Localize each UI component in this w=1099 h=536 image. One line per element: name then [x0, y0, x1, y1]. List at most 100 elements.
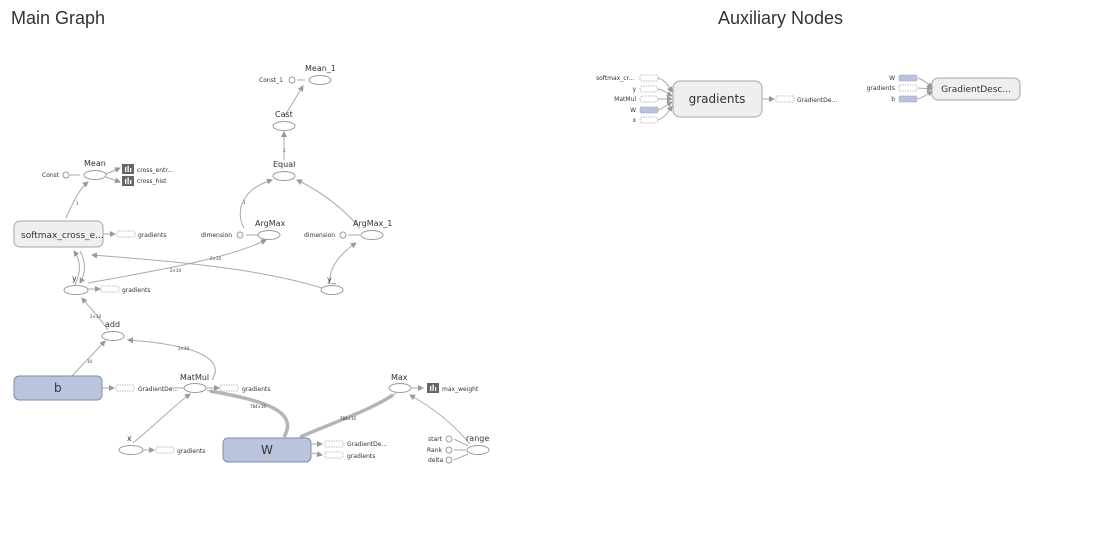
node-equal[interactable]: Equal — [272, 160, 296, 181]
main-graph-title: Main Graph — [11, 8, 106, 28]
node-mean-label: Mean — [84, 159, 106, 168]
node-dimension-label: dimension — [201, 232, 232, 239]
summary-cross-hist-label: cross_hist — [137, 178, 167, 185]
node-const[interactable]: Const — [42, 171, 70, 179]
node-start[interactable]: start — [428, 435, 453, 443]
node-softmax-cross-entropy[interactable]: softmax_cross_e... — [13, 220, 104, 248]
aux-gradientde-ref[interactable]: GradientDe... — [775, 95, 837, 104]
node-y-placeholder[interactable]: y_ — [320, 275, 344, 295]
node-const-1-label: Const_1 — [259, 77, 283, 84]
aux-gd-input-gradients[interactable]: gradients — [867, 84, 918, 92]
node-mean[interactable]: Mean — [83, 159, 107, 180]
node-b-variable[interactable]: b — [13, 375, 103, 401]
node-add[interactable]: add — [101, 320, 125, 341]
gradients-ref-x[interactable]: gradients — [155, 446, 205, 455]
svg-text:784×10: 784×10 — [340, 416, 357, 421]
node-delta-label: delta — [428, 457, 444, 464]
node-y-label: y — [72, 274, 77, 283]
node-dimension[interactable]: dimension — [201, 231, 244, 239]
node-mean-1[interactable]: Mean_1 — [305, 64, 336, 85]
node-const-label: Const — [42, 172, 60, 179]
edges — [65, 79, 471, 461]
aux-node-gradients[interactable]: gradients — [672, 80, 763, 118]
aux-input-softmax[interactable]: softmax_cr... — [596, 74, 659, 82]
aux-gd-input-b[interactable]: b — [891, 95, 918, 103]
svg-text:784×10: 784×10 — [250, 404, 267, 409]
node-x[interactable]: x — [118, 434, 144, 455]
node-max-label: Max — [391, 373, 408, 382]
summary-cross-entr[interactable]: cross_entr... — [122, 164, 173, 174]
gradients-ref-softmax[interactable]: gradients — [116, 230, 166, 239]
aux-input-matmul-label: MatMul — [614, 96, 636, 103]
node-dimension-1-label: dimension — [304, 232, 335, 239]
summary-max-weight-label: max_weight — [442, 386, 479, 393]
gradients-ref-y-label: gradients — [122, 287, 150, 294]
node-y[interactable]: y — [63, 274, 89, 295]
node-max[interactable]: Max — [388, 373, 412, 393]
aux-input-matmul[interactable]: MatMul — [614, 95, 659, 103]
node-argmax-1-label: ArgMax_1 — [353, 219, 392, 228]
node-w-variable[interactable]: W — [222, 437, 312, 463]
node-mean-1-label: Mean_1 — [305, 64, 336, 73]
node-argmax-label: ArgMax — [255, 219, 286, 228]
node-softmax-label: softmax_cross_e... — [21, 231, 104, 241]
svg-text:1: 1 — [76, 201, 79, 206]
aux-input-x[interactable]: x — [632, 116, 659, 124]
summary-cross-entr-label: cross_entr... — [137, 167, 173, 174]
node-rank[interactable]: Rank — [427, 446, 453, 454]
node-start-label: start — [428, 436, 443, 443]
svg-text:2×10: 2×10 — [90, 314, 101, 319]
node-b-label: b — [54, 381, 62, 395]
aux-gradients-inputs — [657, 77, 933, 121]
aux-node-gradientdesc-label: GradientDesc... — [941, 85, 1011, 95]
node-const-1[interactable]: Const_1 — [259, 76, 296, 84]
gradients-ref-matmul[interactable]: gradients — [219, 384, 270, 393]
aux-gd-input-w[interactable]: W — [889, 74, 918, 82]
aux-input-softmax-label: softmax_cr... — [596, 75, 634, 82]
svg-text:2×10: 2×10 — [178, 346, 189, 351]
node-rank-label: Rank — [427, 447, 443, 454]
node-range[interactable]: range — [466, 434, 490, 455]
node-equal-label: Equal — [273, 160, 295, 169]
gradientde-ref-w[interactable]: GradientDe... — [324, 440, 387, 448]
aux-node-gradientdesc[interactable]: GradientDesc... — [931, 77, 1021, 101]
node-argmax-1[interactable]: ArgMax_1 — [353, 219, 392, 240]
aux-input-w-label: W — [630, 107, 636, 114]
node-x-label: x — [127, 434, 132, 443]
node-matmul-label: MatMul — [180, 373, 209, 382]
auxiliary-nodes-title: Auxiliary Nodes — [718, 8, 844, 28]
svg-text:1: 1 — [283, 148, 286, 153]
gradientde-ref-w-label: GradientDe... — [347, 441, 387, 448]
svg-text:2×10: 2×10 — [210, 256, 221, 261]
aux-gradientde-ref-label: GradientDe... — [797, 97, 837, 104]
svg-text:10: 10 — [87, 359, 93, 364]
aux-gd-input-gradients-label: gradients — [867, 85, 895, 92]
gradients-ref-softmax-label: gradients — [138, 232, 166, 239]
node-add-label: add — [105, 320, 120, 329]
summary-cross-hist[interactable]: cross_hist — [122, 176, 167, 186]
node-cast[interactable]: Cast — [272, 110, 296, 131]
node-argmax[interactable]: ArgMax — [255, 219, 286, 240]
gradients-ref-y[interactable]: gradients — [100, 285, 150, 294]
node-dimension-1[interactable]: dimension — [304, 231, 347, 239]
aux-gd-input-w-label: W — [889, 75, 895, 82]
node-delta[interactable]: delta — [428, 456, 453, 464]
node-range-label: range — [466, 434, 489, 443]
gradientde-ref-b[interactable]: GradientDe... — [115, 384, 178, 393]
node-cast-label: Cast — [275, 110, 293, 119]
aux-gd-input-b-label: b — [891, 96, 895, 103]
aux-input-y-label: y — [632, 86, 636, 93]
gradients-ref-w[interactable]: gradients — [324, 451, 375, 460]
gradients-ref-matmul-label: gradients — [242, 386, 270, 393]
node-y-placeholder-label: y_ — [327, 275, 337, 284]
node-matmul[interactable]: MatMul — [180, 373, 209, 393]
aux-input-x-label: x — [632, 117, 636, 124]
gradients-ref-w-label: gradients — [347, 453, 375, 460]
aux-input-y[interactable]: y — [632, 85, 659, 93]
summary-max-weight[interactable]: max_weight — [427, 383, 479, 393]
node-w-label: W — [261, 443, 273, 457]
aux-input-w[interactable]: W — [630, 106, 659, 114]
aux-node-gradients-label: gradients — [689, 92, 746, 106]
svg-text:2×10: 2×10 — [170, 268, 181, 273]
